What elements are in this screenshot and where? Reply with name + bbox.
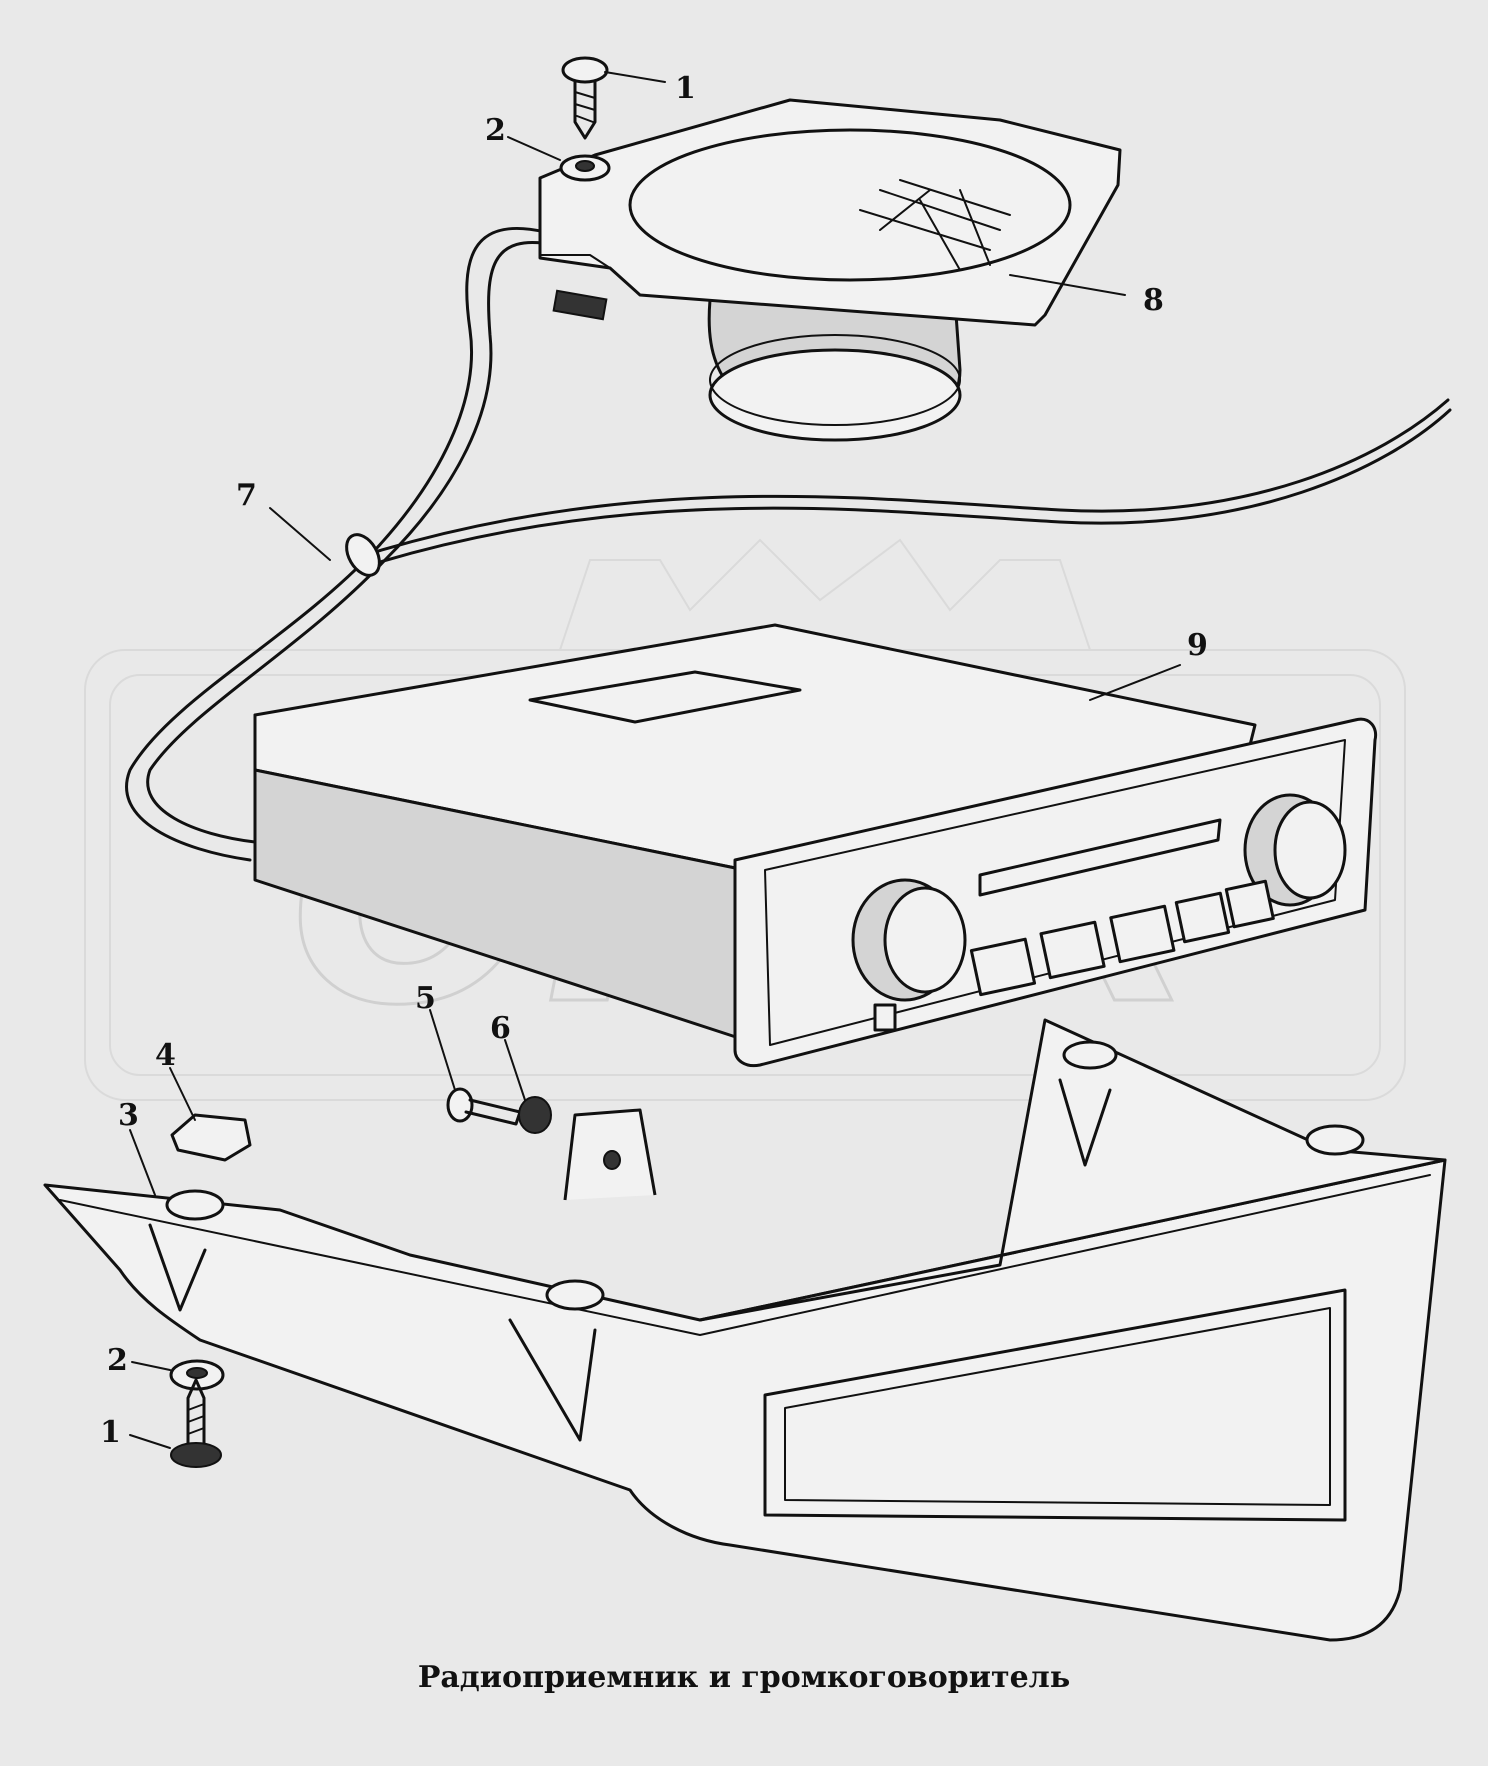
callout-label: 4 [155,1038,176,1073]
callout-label: 6 [490,1011,511,1046]
callout-label: 3 [118,1098,139,1133]
callout-label: 2 [107,1343,128,1378]
callout-label: 5 [415,981,436,1016]
small-fasteners [170,1087,552,1162]
speaker [538,98,1122,442]
callout-label: 7 [236,478,257,513]
callout-label: 8 [1143,283,1164,318]
screw-top [559,56,611,182]
callout-label: 1 [100,1415,121,1450]
screw-bottom [169,1359,225,1468]
cable [125,226,1452,862]
callout-labels: 1 2 8 7 9 5 6 4 3 2 1 [100,71,1208,1450]
callout-label: 1 [675,71,696,106]
callout-label: 9 [1187,628,1208,663]
callout-label: 2 [485,113,506,148]
mounting-console [43,1018,1447,1642]
diagram-caption: Радиоприемник и громкоговоритель [417,1660,1071,1695]
leader-lines [129,71,1181,1449]
radio-receiver [253,623,1378,1068]
